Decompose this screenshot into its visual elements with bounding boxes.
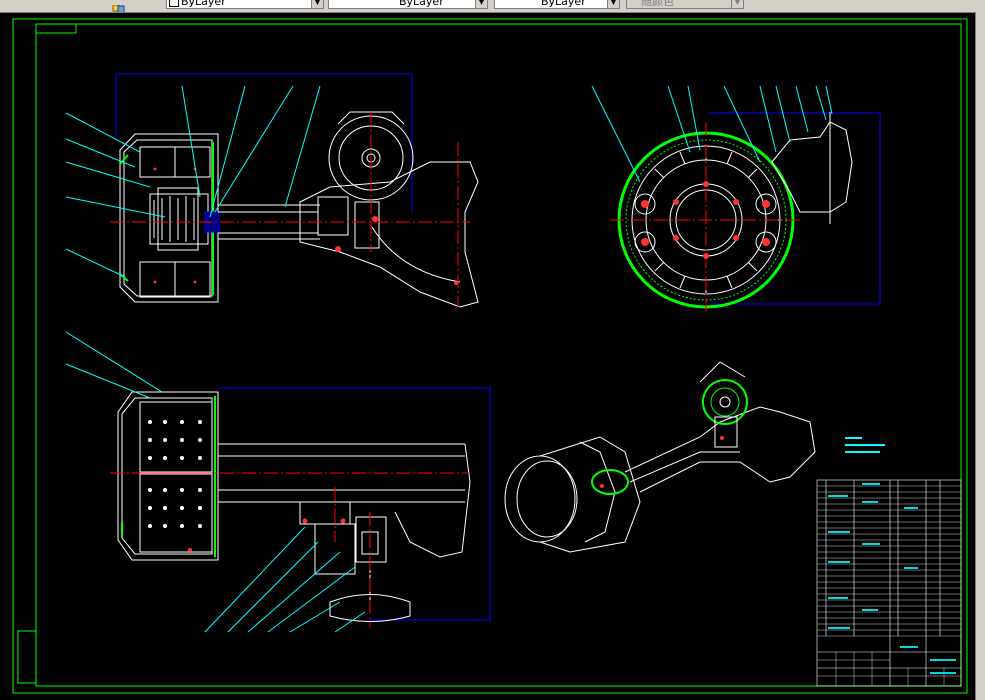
plotstyle-dropdown-value: 随颜色 [641,0,674,8]
linetype-dropdown-value: ByLayer [399,0,444,8]
drawing-canvas[interactable] [0,12,976,700]
plotstyle-dropdown[interactable]: 随颜色 ▼ [626,0,744,9]
drawing-frame [12,18,968,694]
vertical-scrollbar[interactable] [975,12,985,700]
top-left-axle-view [65,73,479,308]
layer-state-icon[interactable] [112,0,126,12]
lineweight-dropdown-value: ByLayer [541,0,586,8]
color-swatch-icon [169,0,179,7]
linetype-dropdown[interactable]: ByLayer ▼ [328,0,488,9]
chevron-down-icon: ▼ [731,0,743,8]
color-dropdown-value: ByLayer [181,0,226,8]
toolbar: ByLayer ▼ ByLayer ▼ ByLayer ▼ 随颜色 ▼ [0,0,985,13]
bottom-left-plan-view [65,331,491,633]
color-dropdown[interactable]: ByLayer ▼ [166,0,324,9]
technical-notes [845,437,885,453]
isometric-view [504,361,816,553]
chevron-down-icon[interactable]: ▼ [607,0,619,8]
bom-table [816,479,962,687]
chevron-down-icon[interactable]: ▼ [475,0,487,8]
chevron-down-icon[interactable]: ▼ [311,0,323,8]
lineweight-dropdown[interactable]: ByLayer ▼ [494,0,620,9]
top-right-brake-view [591,85,881,312]
